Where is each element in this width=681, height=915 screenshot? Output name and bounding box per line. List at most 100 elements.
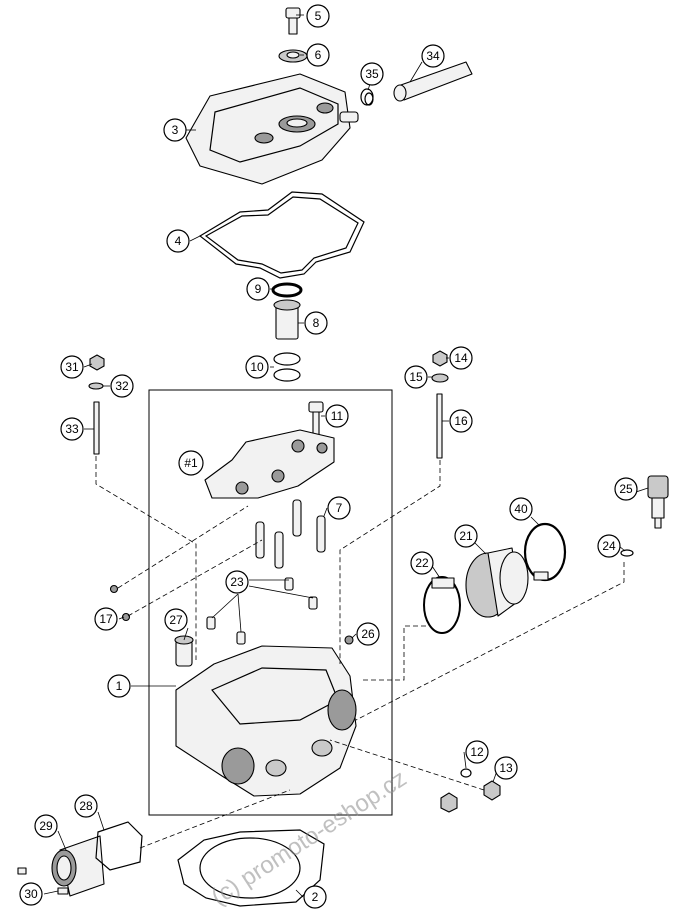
callout-13: 13 bbox=[494, 756, 518, 780]
callout-1-label: 1 bbox=[116, 679, 123, 693]
callout-31: 31 bbox=[60, 355, 84, 379]
breather-hose-34-drawing bbox=[393, 61, 473, 102]
plug-13-drawing bbox=[483, 780, 501, 801]
intake-flange-21-drawing bbox=[465, 547, 529, 618]
callout-12-label: 12 bbox=[470, 745, 484, 759]
callout-33-label: 33 bbox=[65, 422, 79, 436]
callout-3: 3 bbox=[163, 118, 187, 142]
seal-ring-9-drawing bbox=[271, 282, 303, 298]
camshaft-carrier-drawing bbox=[204, 429, 335, 499]
cylinder-head-assembly-frame bbox=[148, 389, 393, 816]
callout-11: 11 bbox=[325, 404, 349, 428]
callout-22-label: 22 bbox=[415, 556, 429, 570]
callout-23: 23 bbox=[225, 570, 249, 594]
guide-line-stud-right bbox=[339, 460, 441, 664]
callout-29-label: 29 bbox=[39, 819, 53, 833]
guide-line-sensor bbox=[355, 562, 625, 721]
callout-4: 4 bbox=[166, 229, 190, 253]
callout-6-label: 6 bbox=[315, 48, 322, 62]
valve-guides-7-drawing bbox=[255, 499, 326, 569]
ring-24-drawing bbox=[620, 549, 634, 557]
callout-17-label: 17 bbox=[99, 612, 113, 626]
callout-15-label: 15 bbox=[409, 370, 423, 384]
callout-25-label: 25 bbox=[619, 482, 633, 496]
gasket-28-drawing bbox=[95, 821, 143, 871]
leader-lines bbox=[43, 14, 649, 898]
callout-14-label: 14 bbox=[454, 351, 468, 365]
callout-22: 22 bbox=[410, 551, 434, 575]
exhaust-socket-29-drawing bbox=[51, 835, 105, 897]
grommet-6-drawing bbox=[278, 49, 308, 63]
callout-34: 34 bbox=[421, 44, 445, 68]
guide-line-intake bbox=[360, 625, 426, 681]
callout-21: 21 bbox=[454, 524, 478, 548]
callout-35-label: 35 bbox=[365, 67, 379, 81]
sleeve-8-drawing bbox=[273, 299, 301, 340]
callout-25: 25 bbox=[614, 477, 638, 501]
callout-5-label: 5 bbox=[315, 9, 322, 23]
callout-16: 16 bbox=[449, 409, 473, 433]
guide-line-plug-17 bbox=[117, 505, 249, 589]
callout-8: 8 bbox=[304, 311, 328, 335]
callout-21-label: 21 bbox=[459, 529, 473, 543]
callout-29: 29 bbox=[34, 814, 58, 838]
o-rings-10-drawing bbox=[273, 352, 301, 382]
callout-13-label: 13 bbox=[499, 761, 513, 775]
guide-line-exhaust bbox=[139, 789, 291, 849]
callout-31-label: 31 bbox=[65, 360, 79, 374]
callout-14: 14 bbox=[449, 346, 473, 370]
callout-6: 6 bbox=[306, 43, 330, 67]
plug-26-drawing bbox=[344, 635, 354, 645]
clamp-40-drawing bbox=[523, 522, 567, 582]
callout-40-label: 40 bbox=[514, 502, 528, 516]
callout-10-label: 10 bbox=[250, 360, 264, 374]
callout-40: 40 bbox=[509, 497, 533, 521]
stud-left-set-drawing bbox=[88, 354, 105, 455]
cylinder-head-1-drawing bbox=[175, 645, 357, 797]
callout-24: 24 bbox=[597, 534, 621, 558]
stud-right-set-drawing bbox=[431, 350, 449, 459]
callout-32: 32 bbox=[110, 374, 134, 398]
plugs-17-drawing bbox=[109, 584, 131, 622]
callout-23-label: 23 bbox=[230, 575, 244, 589]
callout-30-label: 30 bbox=[24, 887, 38, 901]
callout-27-label: 27 bbox=[169, 613, 183, 627]
guide-line-stud-left bbox=[95, 456, 197, 660]
valve-cover-3-drawing bbox=[185, 73, 359, 185]
callout-30: 30 bbox=[19, 882, 43, 906]
callout-24-label: 24 bbox=[602, 539, 616, 553]
callout-12: 12 bbox=[465, 740, 489, 764]
callout-26: 26 bbox=[356, 622, 380, 646]
callout-1: 1 bbox=[107, 674, 131, 698]
callout-32-label: 32 bbox=[115, 379, 129, 393]
callout-10: 10 bbox=[245, 355, 269, 379]
callout-15: 15 bbox=[404, 365, 428, 389]
callout-2: 2 bbox=[303, 885, 327, 909]
dowel-pins-23-drawing bbox=[206, 577, 318, 645]
callout-sub1-label: #1 bbox=[184, 456, 198, 470]
callout-9-label: 9 bbox=[255, 282, 262, 296]
callout-33: 33 bbox=[60, 417, 84, 441]
clamp-22-drawing bbox=[423, 576, 461, 634]
seal-12-drawing bbox=[460, 768, 472, 778]
hose-clamp-35-drawing bbox=[360, 88, 374, 106]
plug-extra-drawing bbox=[440, 792, 458, 813]
callout-11-label: 11 bbox=[331, 409, 344, 423]
callout-17: 17 bbox=[94, 607, 118, 631]
callout-7: 7 bbox=[327, 496, 351, 520]
guide-line-plug-17b bbox=[127, 539, 263, 617]
head-gasket-2-drawing bbox=[177, 829, 325, 907]
bolt-11-drawing bbox=[308, 401, 324, 439]
cover-gasket-4-drawing bbox=[198, 191, 365, 279]
callout-2-label: 2 bbox=[312, 890, 319, 904]
callout-34-label: 34 bbox=[426, 49, 440, 63]
fitting-27-drawing bbox=[174, 635, 194, 667]
callout-28-label: 28 bbox=[79, 799, 93, 813]
sensor-25-drawing bbox=[647, 475, 669, 529]
callout-26-label: 26 bbox=[361, 627, 375, 641]
screw-5-drawing bbox=[285, 7, 301, 35]
callout-28: 28 bbox=[74, 794, 98, 818]
callout-3-label: 3 bbox=[172, 123, 179, 137]
callout-4-label: 4 bbox=[175, 234, 182, 248]
